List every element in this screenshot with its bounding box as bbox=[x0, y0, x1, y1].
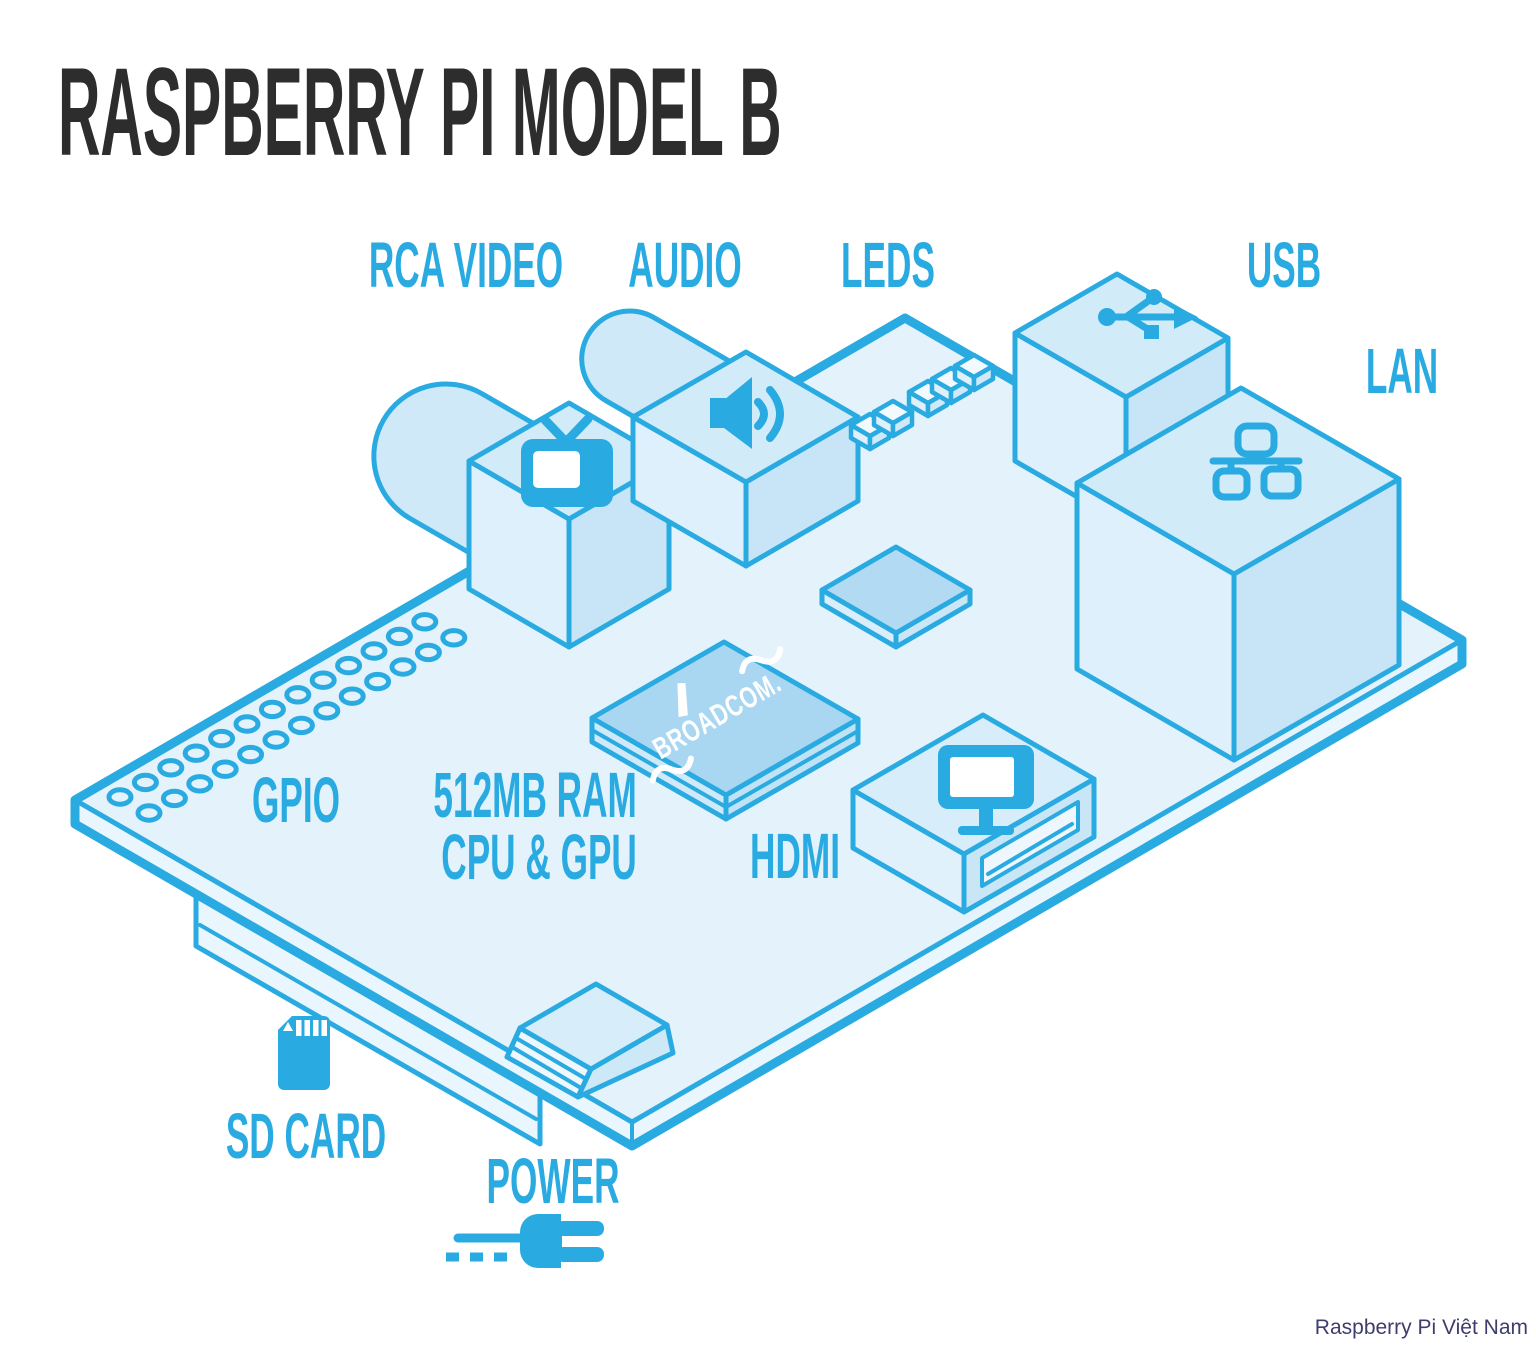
label-memory: 512MB RAM CPU & GPU bbox=[433, 759, 637, 893]
label-rca-video: RCA VIDEO bbox=[368, 229, 564, 301]
ethernet-icon bbox=[1209, 422, 1303, 501]
power-plug-icon bbox=[446, 1214, 604, 1268]
speaker-icon bbox=[710, 377, 784, 449]
page-title: RASPBERRY PI MODEL B bbox=[58, 43, 782, 182]
label-memory-line2: CPU & GPU bbox=[441, 821, 637, 893]
regulator-chip bbox=[819, 544, 973, 650]
label-gpio: GPIO bbox=[251, 764, 341, 836]
label-leds: LEDS bbox=[841, 229, 935, 301]
hdmi-port bbox=[850, 712, 1097, 915]
label-audio: AUDIO bbox=[628, 229, 742, 301]
audio-connector bbox=[579, 308, 861, 569]
label-sd-card: SD CARD bbox=[225, 1100, 387, 1172]
label-memory-line1: 512MB RAM bbox=[433, 759, 637, 831]
label-hdmi: HDMI bbox=[750, 820, 840, 892]
broadcom-chip: BROADCOM. bbox=[589, 639, 861, 822]
usb-trident-icon bbox=[1098, 289, 1198, 339]
lan-port bbox=[1074, 385, 1402, 763]
sd-card-icon bbox=[278, 1016, 330, 1090]
label-lan: LAN bbox=[1365, 335, 1439, 407]
label-usb: USB bbox=[1246, 229, 1322, 301]
tv-icon bbox=[521, 414, 613, 507]
monitor-icon bbox=[938, 745, 1034, 835]
power-connector bbox=[504, 981, 676, 1100]
label-power: POWER bbox=[486, 1145, 620, 1217]
rca-video-connector bbox=[371, 381, 672, 650]
footer-credit: Raspberry Pi Việt Nam bbox=[1314, 1316, 1528, 1339]
